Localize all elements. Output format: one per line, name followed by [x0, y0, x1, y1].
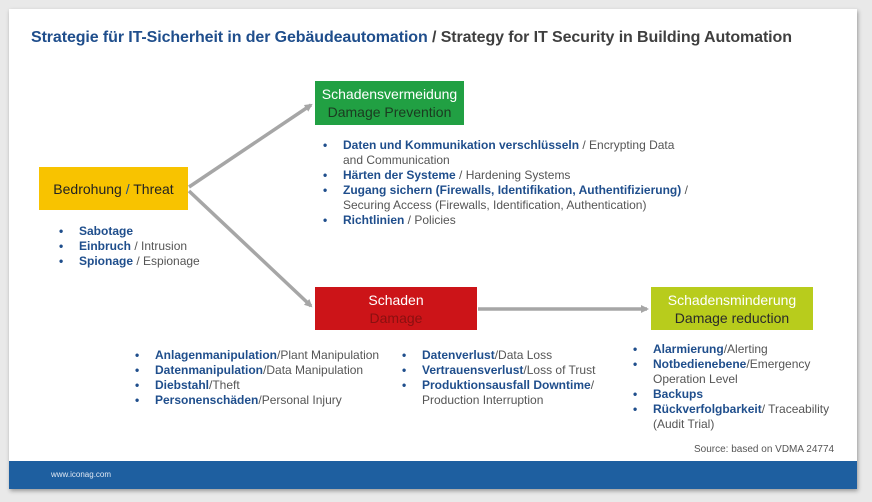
damage-box: Schaden Damage	[315, 287, 477, 330]
threat-label-en: Threat	[133, 180, 174, 197]
list-item: Diebstahl/Theft	[133, 378, 418, 393]
list-item: Richtlinien / Policies	[321, 213, 721, 228]
list-item: Personenschäden/Personal Injury	[133, 393, 418, 408]
threat-label-de: Bedrohung	[53, 180, 122, 197]
title-separator: /	[427, 29, 441, 46]
list-item: Härten der Systeme / Hardening Systems	[321, 168, 721, 183]
source-note: Source: based on VDMA 24774	[694, 444, 835, 455]
mitigation-label-en: Damage reduction	[674, 309, 790, 326]
list-item: Zugang sichern (Firewalls, Identifikatio…	[321, 183, 721, 213]
prevention-label-de: Schadensvermeidung	[321, 86, 458, 102]
prevention-box: Schadensvermeidung Damage Prevention	[315, 81, 464, 125]
damage-list-right: Datenverlust/Data Loss Vertrauensverlust…	[400, 348, 640, 408]
list-item: Spionage / Espionage	[57, 254, 277, 269]
prevention-list: Daten und Kommunikation verschlüsseln / …	[321, 138, 721, 228]
list-item: Datenmanipulation/Data Manipulation	[133, 363, 418, 378]
list-item: Produktionsausfall Downtime/Production I…	[400, 378, 640, 408]
list-item: Vertrauensverlust/Loss of Trust	[400, 363, 640, 378]
mitigation-list: Alarmierung/Alerting Notbedienebene/Emer…	[631, 342, 851, 432]
footer-bar: www.iconag.com	[9, 461, 857, 489]
damage-label-de: Schaden	[368, 291, 424, 308]
arrow-threat-to-prevention	[188, 103, 313, 189]
threat-box: Bedrohung / Threat	[39, 167, 188, 210]
list-item: Sabotage	[57, 224, 277, 239]
slide: Strategie für IT-Sicherheit in der Gebäu…	[9, 9, 857, 489]
footer-url[interactable]: www.iconag.com	[51, 470, 112, 479]
damage-label-en: Damage	[369, 309, 423, 326]
threat-label-slash: /	[121, 180, 134, 197]
list-item: Alarmierung/Alerting	[631, 342, 851, 357]
threat-label: Bedrohung / Threat	[39, 180, 188, 198]
prevention-label-en: Damage Prevention	[327, 104, 452, 120]
list-item: Backups	[631, 387, 851, 402]
page-title: Strategie für IT-Sicherheit in der Gebäu…	[31, 29, 792, 47]
mitigation-box: Schadensminderung Damage reduction	[651, 287, 813, 330]
list-item: Einbruch / Intrusion	[57, 239, 277, 254]
list-item: Anlagenmanipulation/Plant Manipulation	[133, 348, 418, 363]
mitigation-label-de: Schadensminderung	[667, 291, 797, 308]
list-item: Datenverlust/Data Loss	[400, 348, 640, 363]
list-item: Daten und Kommunikation verschlüsseln / …	[321, 138, 721, 168]
title-english: Strategy for IT Security in Building Aut…	[440, 29, 792, 46]
threat-list: Sabotage Einbruch / Intrusion Spionage /…	[57, 224, 277, 269]
list-item: Rückverfolgbarkeit/ Traceability(Audit T…	[631, 402, 851, 432]
title-german: Strategie für IT-Sicherheit in der Gebäu…	[31, 29, 428, 46]
damage-list-left: Anlagenmanipulation/Plant Manipulation D…	[133, 348, 418, 408]
